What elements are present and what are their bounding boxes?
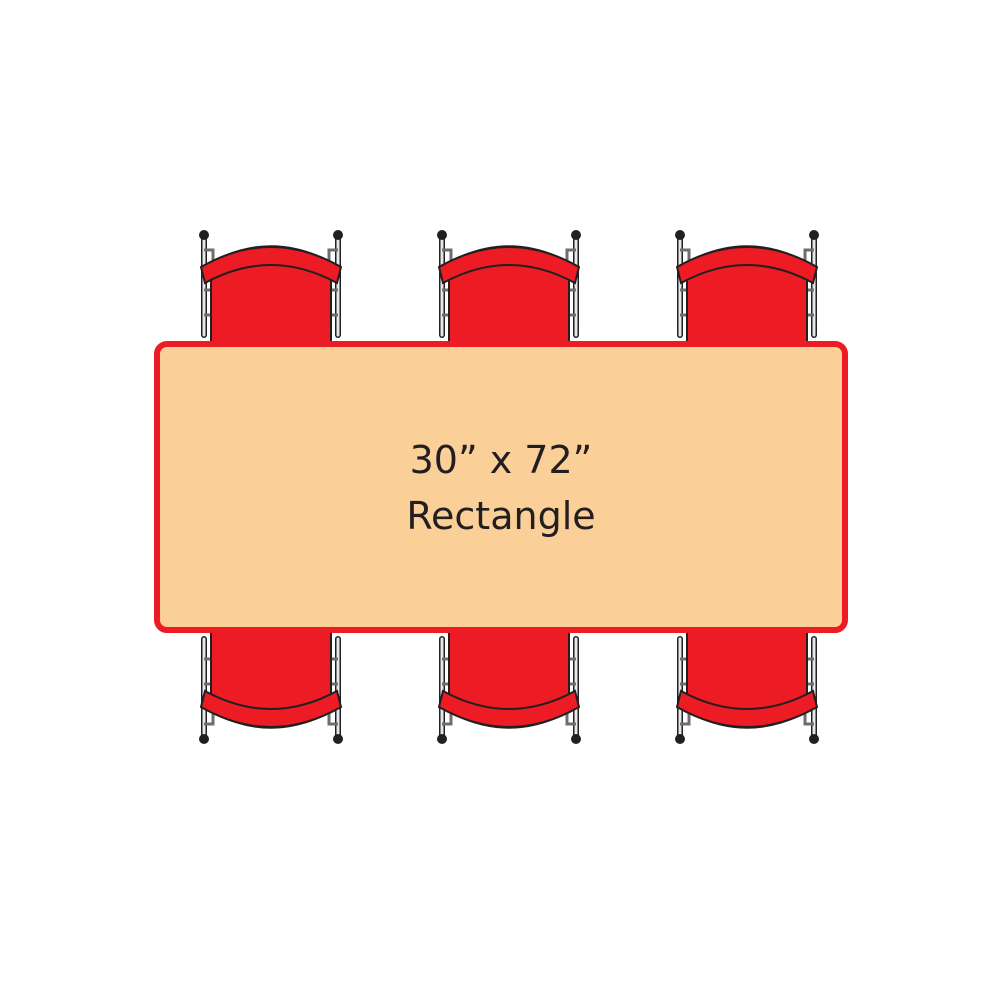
bottom-chair-1 [199, 629, 343, 744]
top-chair-1 [199, 230, 343, 345]
top-chair-row [199, 230, 819, 345]
top-chair-3 [675, 230, 819, 345]
top-chair-2 [437, 230, 581, 345]
bottom-chair-2 [437, 629, 581, 744]
table-dimensions-label: 30” x 72” [409, 438, 593, 482]
table-top [154, 341, 848, 633]
table-shape-label: Rectangle [406, 494, 596, 538]
table-label: 30” x 72” Rectangle [157, 432, 845, 544]
bottom-chair-row [199, 629, 819, 744]
bottom-chair-3 [675, 629, 819, 744]
